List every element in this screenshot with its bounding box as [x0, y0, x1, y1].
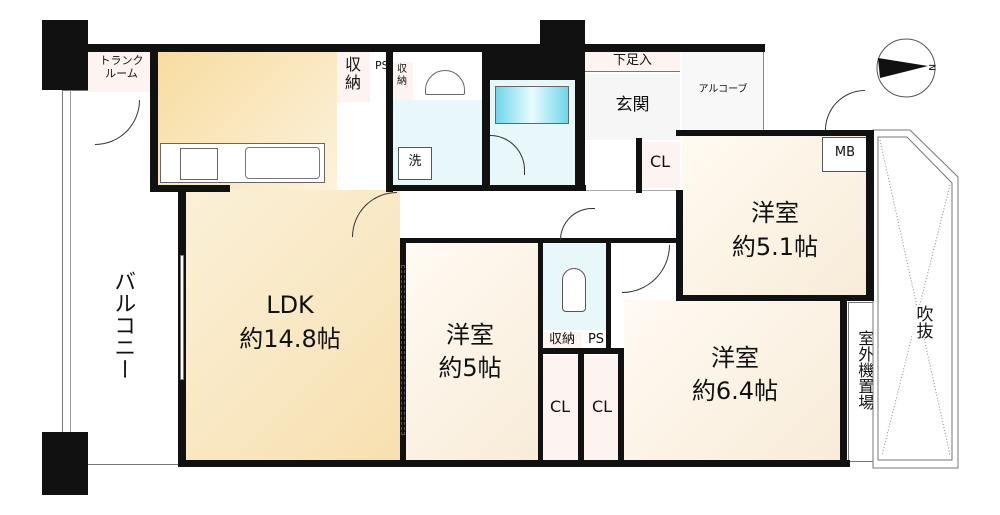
- balcony-window-icon: [180, 255, 184, 380]
- wall-toilet-right: [606, 240, 611, 350]
- closet-1: [542, 355, 578, 460]
- front-door-icon[interactable]: [825, 90, 865, 130]
- trunk-room-label-line2: ルーム: [105, 66, 138, 80]
- sliding-door-icon[interactable]: [401, 265, 405, 435]
- western-room-6-4-size: 約6.4帖: [691, 377, 779, 405]
- washbasin-icon: [425, 70, 465, 95]
- entrance-label: 玄関: [615, 95, 650, 115]
- wall-bath-top: [482, 52, 585, 80]
- wall-ldk-right: [400, 240, 406, 462]
- storage-3-label: 収納: [548, 332, 575, 347]
- closet-2: [584, 355, 620, 460]
- toilet-icon: [562, 268, 586, 312]
- outdoor-unit-label: 室外機置場: [855, 330, 875, 410]
- atrium: [872, 129, 959, 469]
- storage-1-label: 収納: [344, 55, 361, 93]
- balcony-rail: [70, 90, 71, 465]
- western-room-5-1-size: 約5.1帖: [731, 233, 819, 261]
- column-bottom-left: [42, 432, 88, 495]
- washer-label: 洗: [408, 154, 422, 169]
- western-room-5: [405, 242, 540, 462]
- wall-room51-bottom: [676, 295, 874, 301]
- wall-cl-entrance: [636, 138, 642, 193]
- closet-1-label: CL: [549, 397, 571, 416]
- wall-bottom: [178, 460, 850, 467]
- corridor: [400, 190, 682, 240]
- wall-room51-top: [676, 130, 870, 136]
- wall-closet-top: [538, 348, 624, 354]
- wall-top: [88, 44, 765, 52]
- ps-1-label: PS: [375, 59, 389, 72]
- wall-bath-right: [575, 52, 585, 190]
- atrium-label: 吹抜: [912, 305, 933, 339]
- shoe-storage: [585, 52, 680, 72]
- wall-room51-left: [676, 190, 683, 300]
- storage-1: [337, 52, 370, 102]
- storage-3: [542, 332, 582, 350]
- entrance: [585, 74, 680, 140]
- compass-label: N: [926, 64, 936, 71]
- ps-2-label: PS: [587, 332, 605, 347]
- alcove-label: アルコーブ: [698, 84, 748, 95]
- stove-icon: [180, 148, 218, 180]
- wall-kitchen-bottom: [150, 185, 230, 192]
- wall-room51-right: [866, 130, 874, 300]
- western-room-6-4: [624, 300, 840, 462]
- meter-box-label: MB: [834, 145, 856, 160]
- column-top-left: [42, 20, 88, 90]
- kitchen-counter: [160, 143, 325, 183]
- storage-2-label: 収納: [397, 64, 407, 87]
- wall-bath-left: [482, 75, 490, 190]
- western-room-6-4-name: 洋室: [711, 344, 759, 372]
- washer-space: [398, 147, 432, 180]
- closet-2-label: CL: [591, 397, 613, 416]
- column-top-mid: [540, 20, 585, 52]
- shoe-storage-label: 下足入: [612, 53, 652, 68]
- storage-2: [393, 62, 413, 100]
- meter-box: [822, 137, 868, 172]
- wall-ldk-left: [150, 52, 158, 192]
- ldk-size: 約14.8帖: [239, 325, 341, 353]
- western-room-5-size: 約5帖: [438, 354, 502, 382]
- trunk-room-label: トランク ルーム: [88, 54, 155, 80]
- closet-entrance: [640, 142, 680, 188]
- wall-room64-right: [840, 295, 847, 465]
- ps-1: [375, 60, 387, 100]
- sink-icon: [245, 147, 320, 179]
- trunk-room: [88, 52, 155, 92]
- room51-door-icon[interactable]: [622, 245, 670, 293]
- wall-wet-left: [386, 52, 393, 192]
- balcony-label: バルコニー: [110, 270, 136, 380]
- western-room-5-1-name: 洋室: [751, 199, 799, 227]
- ps-2: [584, 332, 608, 350]
- ldk-name: LDK: [266, 291, 314, 319]
- bathtub-icon: [495, 86, 569, 124]
- trunk-room-label-line1: トランク: [99, 54, 144, 67]
- compass-icon: N: [876, 38, 936, 98]
- alcove: [682, 52, 764, 132]
- closet-entrance-label: CL: [649, 152, 671, 171]
- wall-closet-mid: [578, 350, 584, 462]
- western-room-5-name: 洋室: [446, 321, 494, 349]
- wall-closet-right: [618, 350, 624, 462]
